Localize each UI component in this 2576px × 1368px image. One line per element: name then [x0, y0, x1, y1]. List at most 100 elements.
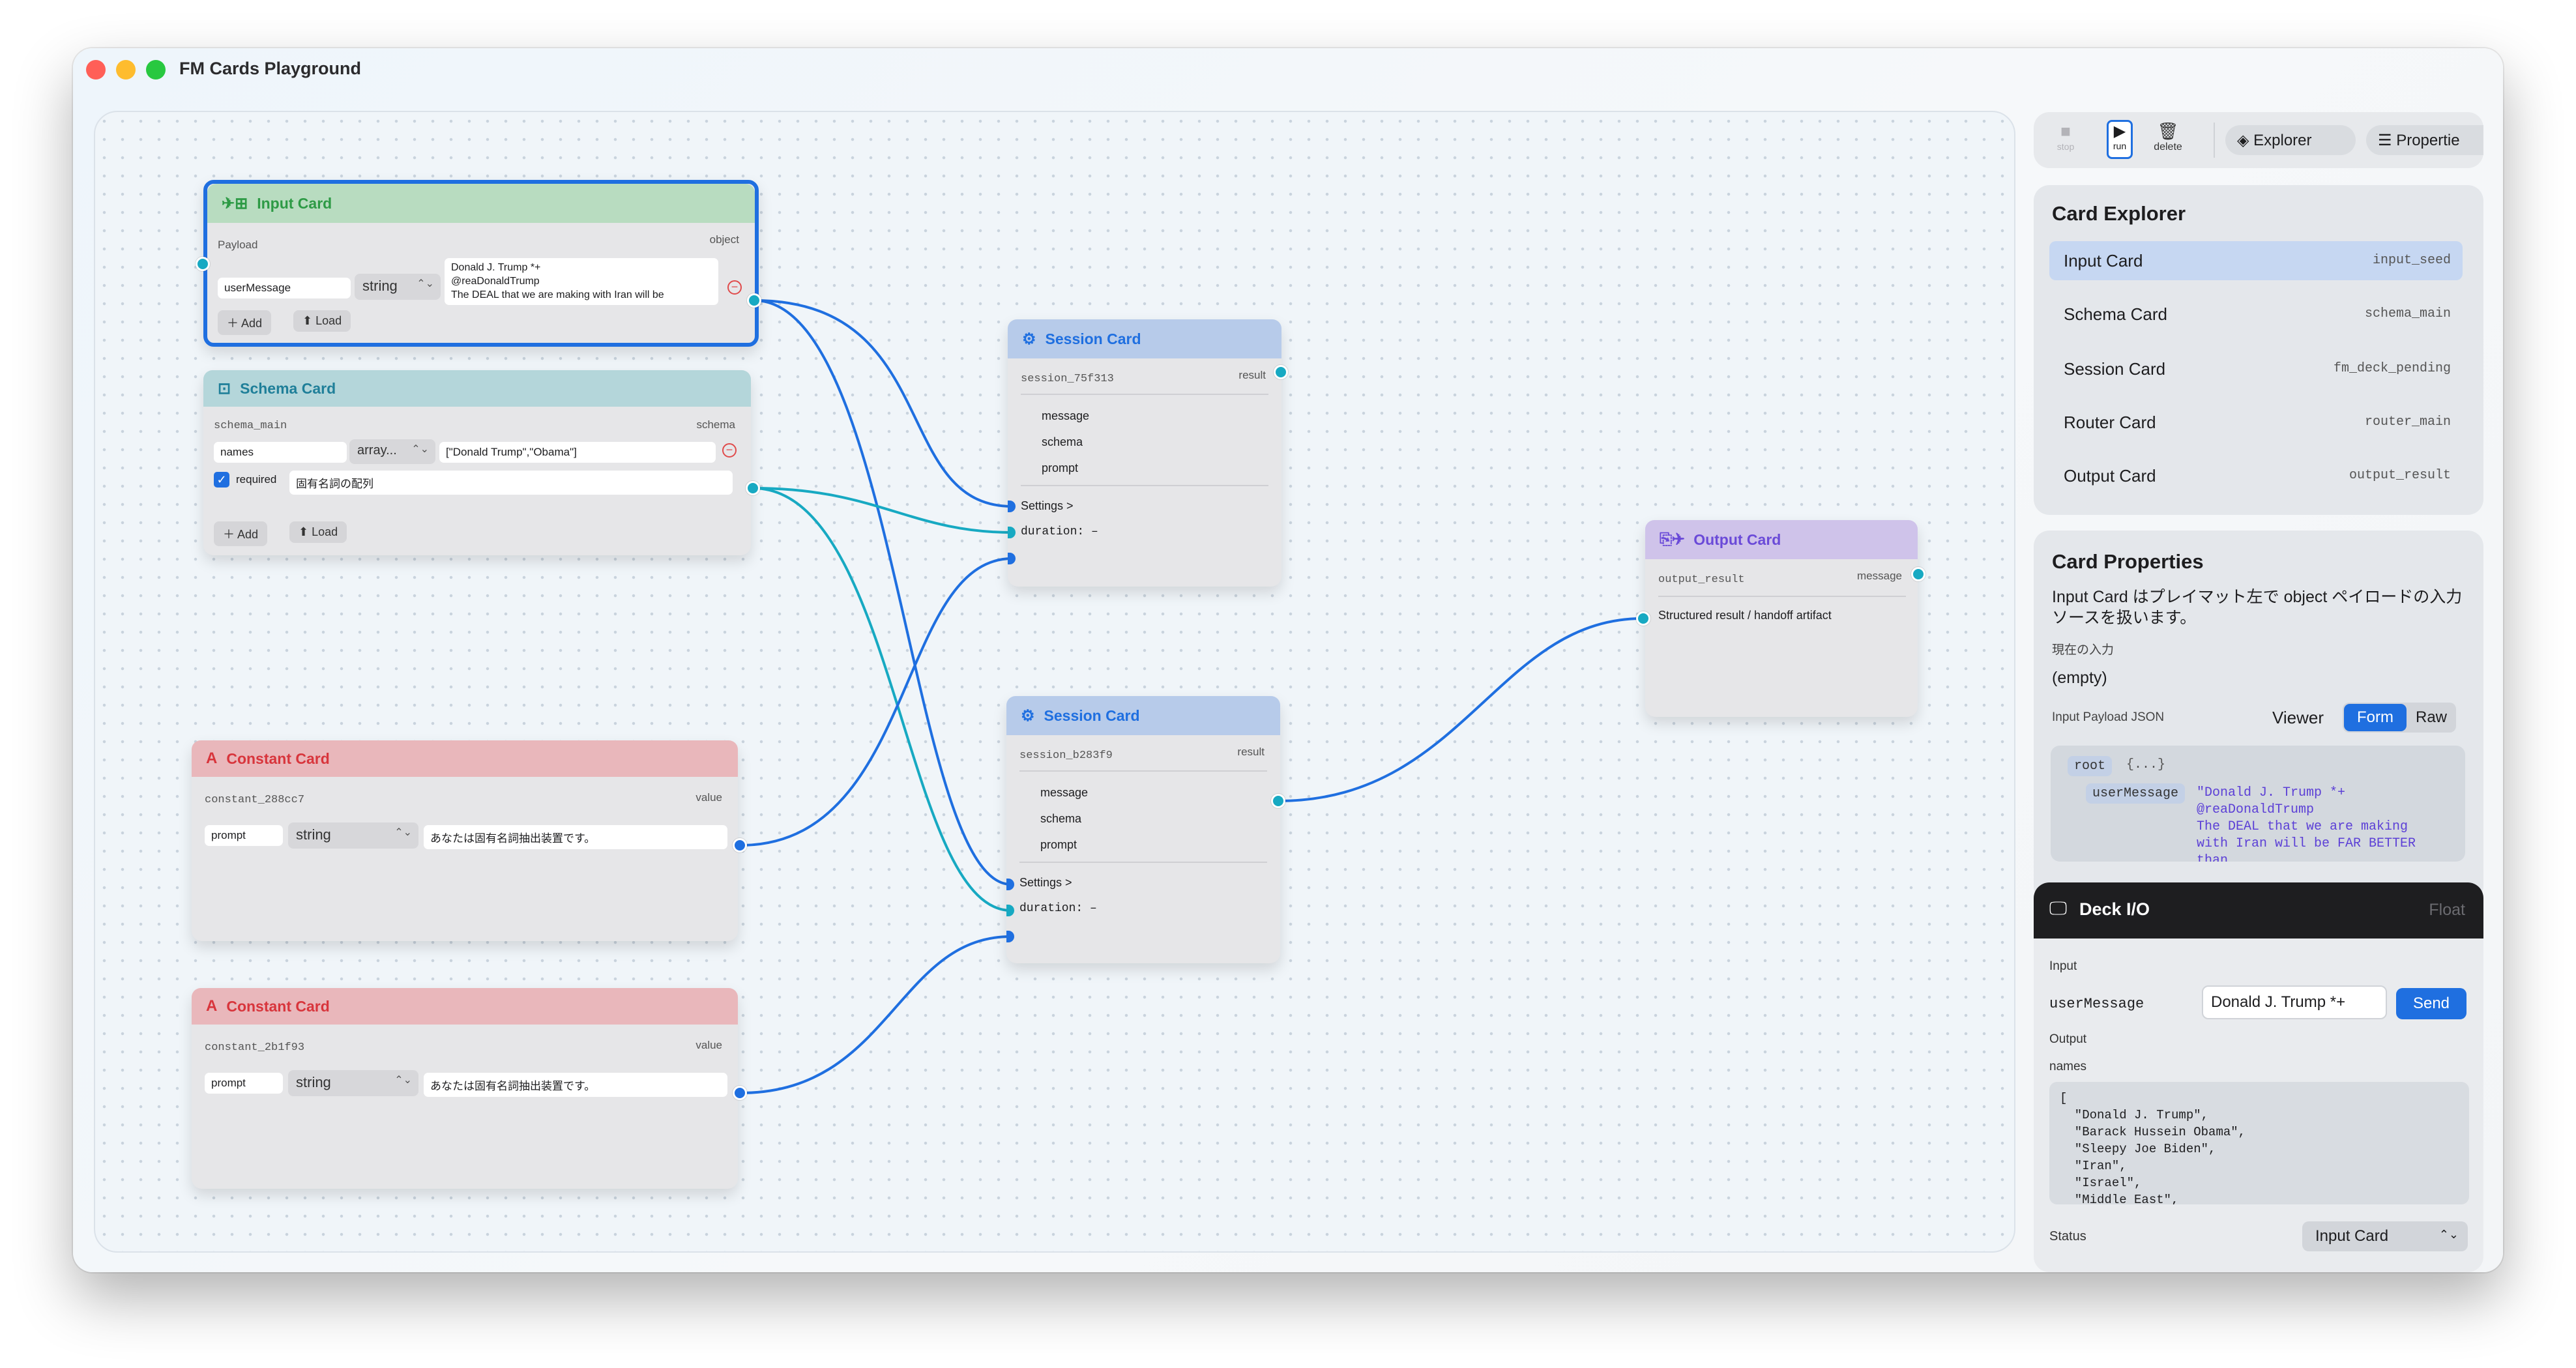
settings-link[interactable]: Settings >: [1021, 499, 1074, 512]
output-line: "Israel",: [2060, 1176, 2142, 1190]
output-card[interactable]: ⎘✈ Output Card output_result message Str…: [1645, 520, 1918, 717]
updown-chevron-icon: ⌃⌄: [394, 827, 412, 838]
playmat-canvas[interactable]: ✈⊞ Input Card Payload object userMessage…: [94, 111, 2015, 1253]
session-card-1[interactable]: ⚙ Session Card session_75f313 result mes…: [1008, 319, 1281, 587]
zoom-window-button[interactable]: [146, 60, 166, 80]
deck-output-key: names: [2049, 1060, 2087, 1073]
schema-description-field[interactable]: 固有名詞の配列: [289, 471, 733, 495]
required-checkbox[interactable]: ✓: [214, 472, 229, 488]
card-properties-title: Card Properties: [2052, 550, 2204, 573]
delete-button[interactable]: 🗑 delete: [2148, 121, 2188, 153]
constant-card-header[interactable]: A Constant Card: [192, 988, 738, 1025]
explorer-button[interactable]: ◈ Explorer: [2225, 125, 2356, 155]
sliders-icon: ☰: [2378, 132, 2397, 149]
schema-value-field[interactable]: ["Donald Trump","Obama"]: [439, 442, 716, 463]
form-tab[interactable]: Form: [2344, 704, 2407, 731]
add-field-button[interactable]: ＋ Add: [214, 521, 268, 546]
schema-key-field[interactable]: names: [214, 442, 347, 463]
constant-2-value-port[interactable]: [733, 1086, 747, 1100]
float-button[interactable]: Float: [2429, 901, 2465, 919]
constant-key-field[interactable]: prompt: [205, 1073, 283, 1094]
constant-type-select[interactable]: string⌃⌄: [288, 1070, 418, 1096]
input-card[interactable]: ✈⊞ Input Card Payload object userMessage…: [203, 180, 759, 347]
constant-type-select[interactable]: string⌃⌄: [288, 822, 418, 849]
output-card-in-port[interactable]: [1636, 611, 1650, 626]
explorer-item-name: Input Card: [2064, 251, 2143, 270]
session-1-schema-port[interactable]: [1008, 527, 1016, 538]
session-1-prompt-port[interactable]: [1008, 553, 1016, 564]
constant-card-header[interactable]: A Constant Card: [192, 740, 738, 777]
payload-key-field[interactable]: userMessage: [218, 278, 351, 298]
input-card-header[interactable]: ✈⊞ Input Card: [207, 184, 755, 223]
constant-card-1[interactable]: A Constant Card constant_288cc7 value pr…: [192, 740, 738, 941]
load-button[interactable]: ⬆ Load: [289, 521, 347, 543]
message-input-label: message: [1040, 786, 1089, 799]
explorer-item-id: schema_main: [2364, 306, 2451, 321]
schema-card-header[interactable]: ⊡ Schema Card: [203, 370, 751, 407]
run-button[interactable]: ▶ run: [2107, 120, 2133, 159]
stop-button[interactable]: ■ stop: [2052, 121, 2079, 152]
divider: [1021, 394, 1268, 395]
gear-icon: ⚙: [1021, 706, 1035, 725]
explorer-item-name: Router Card: [2064, 413, 2156, 432]
schema-id: schema_main: [214, 420, 287, 432]
json-value-line: "Donald J. Trump *+: [2197, 785, 2346, 800]
send-button[interactable]: Send: [2396, 988, 2466, 1019]
divider: [1019, 770, 1267, 772]
session-1-result-port[interactable]: [1274, 365, 1288, 379]
load-button[interactable]: ⬆ Load: [293, 310, 351, 332]
explorer-label: Explorer: [2253, 132, 2312, 149]
output-line: [: [2060, 1091, 2068, 1105]
schema-card-schema-port[interactable]: [746, 481, 760, 495]
updown-chevron-icon: ⌃⌄: [2438, 1228, 2459, 1241]
schema-card-title: Schema Card: [240, 379, 336, 397]
input-card-object-port[interactable]: [747, 293, 761, 308]
minimize-window-button[interactable]: [116, 60, 136, 80]
add-field-button[interactable]: ＋ Add: [218, 310, 272, 335]
constant-card-2[interactable]: A Constant Card constant_2b1f93 value pr…: [192, 988, 738, 1189]
session-2-result-port[interactable]: [1271, 794, 1285, 808]
input-card-in-port[interactable]: [196, 257, 210, 271]
wire-session2-to-output: [1278, 617, 1643, 802]
session-card-header[interactable]: ⚙ Session Card: [1006, 696, 1280, 735]
explorer-item-name: Output Card: [2064, 466, 2156, 486]
status-select[interactable]: Input Card⌃⌄: [2302, 1221, 2468, 1251]
properties-button[interactable]: ☰ Propertie: [2366, 125, 2483, 155]
toolbar: ■ stop ▶ run 🗑 delete ◈ Explorer ☰ Prope…: [2034, 112, 2483, 168]
load-icon: ⬆: [299, 525, 312, 538]
session-2-prompt-port[interactable]: [1006, 931, 1014, 942]
close-window-button[interactable]: [86, 60, 106, 80]
json-entry-value: "Donald J. Trump *+ @reaDonaldTrump The …: [2197, 785, 2416, 862]
output-card-message-port[interactable]: [1911, 567, 1925, 581]
session-card-header[interactable]: ⚙ Session Card: [1008, 319, 1281, 358]
session-1-message-port[interactable]: [1008, 501, 1016, 512]
remove-field-icon[interactable]: −: [722, 443, 737, 458]
output-input-label: Structured result / handoff artifact: [1658, 609, 1832, 622]
session-2-message-port[interactable]: [1006, 879, 1014, 890]
session-card-2[interactable]: ⚙ Session Card session_b283f9 result mes…: [1006, 696, 1280, 963]
schema-card[interactable]: ⊡ Schema Card schema_main schema names a…: [203, 370, 751, 555]
payload-type-select[interactable]: string⌃⌄: [355, 274, 441, 300]
constant-value-field[interactable]: あなたは固有名詞抽出装置です。: [424, 1073, 727, 1097]
payload-value-field[interactable]: Donald J. Trump *+ @reaDonaldTrump The D…: [445, 258, 718, 305]
remove-field-icon[interactable]: −: [727, 280, 742, 295]
schema-type-select[interactable]: array...⌃⌄: [349, 439, 435, 464]
payload-value-line: Donald J. Trump *+: [451, 262, 541, 273]
session-2-schema-port[interactable]: [1006, 905, 1014, 916]
constant-1-value-port[interactable]: [733, 838, 747, 852]
gear-icon: ⚙: [1022, 330, 1036, 348]
constant-key-field[interactable]: prompt: [205, 825, 283, 846]
constant-id: constant_2b1f93: [205, 1041, 305, 1054]
output-card-header[interactable]: ⎘✈ Output Card: [1645, 520, 1918, 559]
settings-link[interactable]: Settings >: [1019, 876, 1072, 889]
raw-tab[interactable]: Raw: [2415, 708, 2447, 726]
plus-icon: ＋: [223, 528, 238, 541]
constant-value-field[interactable]: あなたは固有名詞抽出装置です。: [424, 825, 727, 849]
deck-input-field[interactable]: Donald J. Trump *+: [2202, 985, 2387, 1019]
